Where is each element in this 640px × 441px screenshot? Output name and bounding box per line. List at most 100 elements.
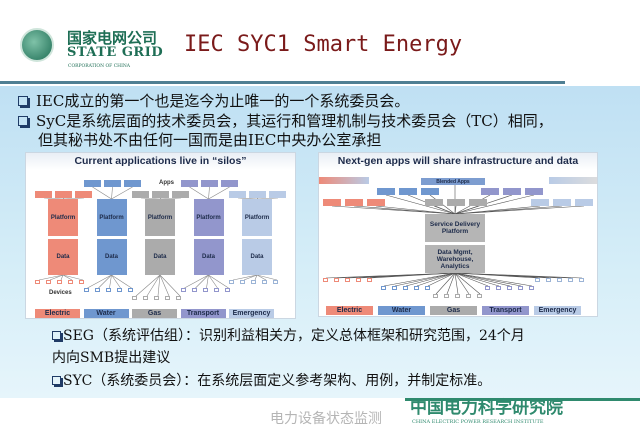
connector-line [140, 197, 161, 200]
app-box [132, 191, 149, 198]
bullet-text: SyC是系统层面的技术委员会，其运行和管理机制与技术委员会（TC）相同， [36, 112, 553, 130]
connector-line [208, 186, 230, 200]
devices-label: Devices [49, 290, 72, 296]
device-icon [127, 288, 133, 292]
device-icon [224, 288, 230, 292]
device-icon [546, 278, 551, 282]
connector-line [232, 274, 258, 281]
device-icon [507, 286, 512, 290]
app-box [75, 191, 92, 198]
connector-line [454, 205, 479, 215]
bullet-2-cont: 但其秘书处不由任何一国而是由IEC中央办公室承担 [38, 131, 382, 149]
connector-line [111, 186, 113, 200]
connector-line [254, 274, 258, 281]
device-icon [518, 286, 523, 290]
device-icon [213, 288, 219, 292]
checkbox-bullet-icon [18, 96, 28, 106]
app-box [469, 199, 487, 206]
footer-divider [405, 398, 640, 401]
device-icon [46, 280, 51, 284]
connector-line [416, 272, 456, 287]
connector-line [454, 272, 489, 287]
app-box [180, 180, 198, 187]
data-box: Data [145, 239, 175, 275]
app-box [377, 188, 395, 195]
device-icon [191, 288, 197, 292]
data-mgmt-box: Data Mgmt, Warehouse, Analytics [425, 245, 485, 273]
connector-line [385, 194, 456, 215]
connector-line [92, 186, 112, 200]
device-icon [35, 280, 40, 284]
cepri-logo: 中国电力科学研究院 [410, 398, 563, 418]
app-box [152, 191, 169, 198]
connector-line [111, 274, 121, 289]
app-box [399, 188, 417, 195]
connector-line [62, 197, 85, 200]
data-box: Data [48, 239, 78, 275]
app-box [200, 180, 218, 187]
blended-apps-box: Blended Apps [421, 178, 485, 185]
device-icon [202, 288, 208, 292]
connector-line [454, 272, 583, 279]
device-icon [68, 280, 73, 284]
connector-line [454, 272, 511, 287]
device-icon [176, 296, 181, 300]
device-icon [334, 278, 339, 282]
device-icon [557, 278, 562, 282]
connector-line [87, 274, 112, 289]
blended-app-box [549, 177, 597, 184]
connector-line [159, 274, 181, 297]
connector-line [375, 205, 456, 215]
legend-electric: Electric [35, 309, 80, 318]
connector-line [427, 272, 456, 287]
shared-diagram-title: Next-gen apps will share infrastructure … [319, 153, 597, 170]
device-icon [116, 288, 122, 292]
connector-line [109, 274, 112, 289]
device-icon [414, 286, 419, 290]
logo-sub: CORPORATION OF CHINA [68, 64, 131, 69]
app-box [55, 191, 72, 198]
device-icon [444, 294, 449, 298]
device-icon [392, 286, 397, 290]
app-box [425, 199, 443, 206]
device-icon [529, 286, 534, 290]
device-icon [229, 280, 234, 284]
device-icon [496, 286, 501, 290]
connector-line [38, 274, 64, 281]
connector-line [256, 274, 267, 281]
connector-line [405, 272, 456, 287]
app-box [123, 180, 141, 187]
device-icon [579, 278, 584, 282]
shared-infrastructure-diagram: Next-gen apps will share infrastructure … [318, 152, 598, 317]
platform-box: Platform [96, 199, 127, 236]
platform-box: Platform [193, 199, 224, 236]
app-box [103, 180, 121, 187]
device-icon [165, 296, 170, 300]
sub-bullet-text: SYC（系统委员会）：在系统层面定义参考架构、用例，并制定标准。 [63, 373, 492, 389]
device-icon [323, 278, 328, 282]
connector-line [243, 274, 258, 281]
connector-line [206, 274, 209, 289]
app-box [553, 199, 571, 206]
device-icon [79, 280, 84, 284]
device-icon [381, 286, 386, 290]
device-icon [57, 280, 62, 284]
connector-line [184, 274, 209, 289]
connector-line [454, 272, 470, 295]
device-icon [425, 286, 430, 290]
legend-water: Water [83, 309, 129, 318]
connector-line [454, 272, 522, 287]
app-box [503, 188, 521, 195]
checkbox-bullet-icon [52, 376, 61, 385]
device-icon [403, 286, 408, 290]
app-box [35, 191, 52, 198]
sub-bullet-syc: SYC（系统委员会）：在系统层面定义参考架构、用例，并制定标准。 [52, 370, 491, 392]
app-box [249, 191, 266, 198]
checkbox-bullet-icon [18, 116, 28, 126]
slide-title: IEC SYC1 Smart Energy [184, 32, 463, 57]
connector-line [208, 274, 218, 289]
connector-lines [325, 185, 585, 295]
logo-cn: 国家电网公司 [67, 29, 158, 47]
device-icon [568, 278, 573, 282]
app-box [525, 188, 543, 195]
